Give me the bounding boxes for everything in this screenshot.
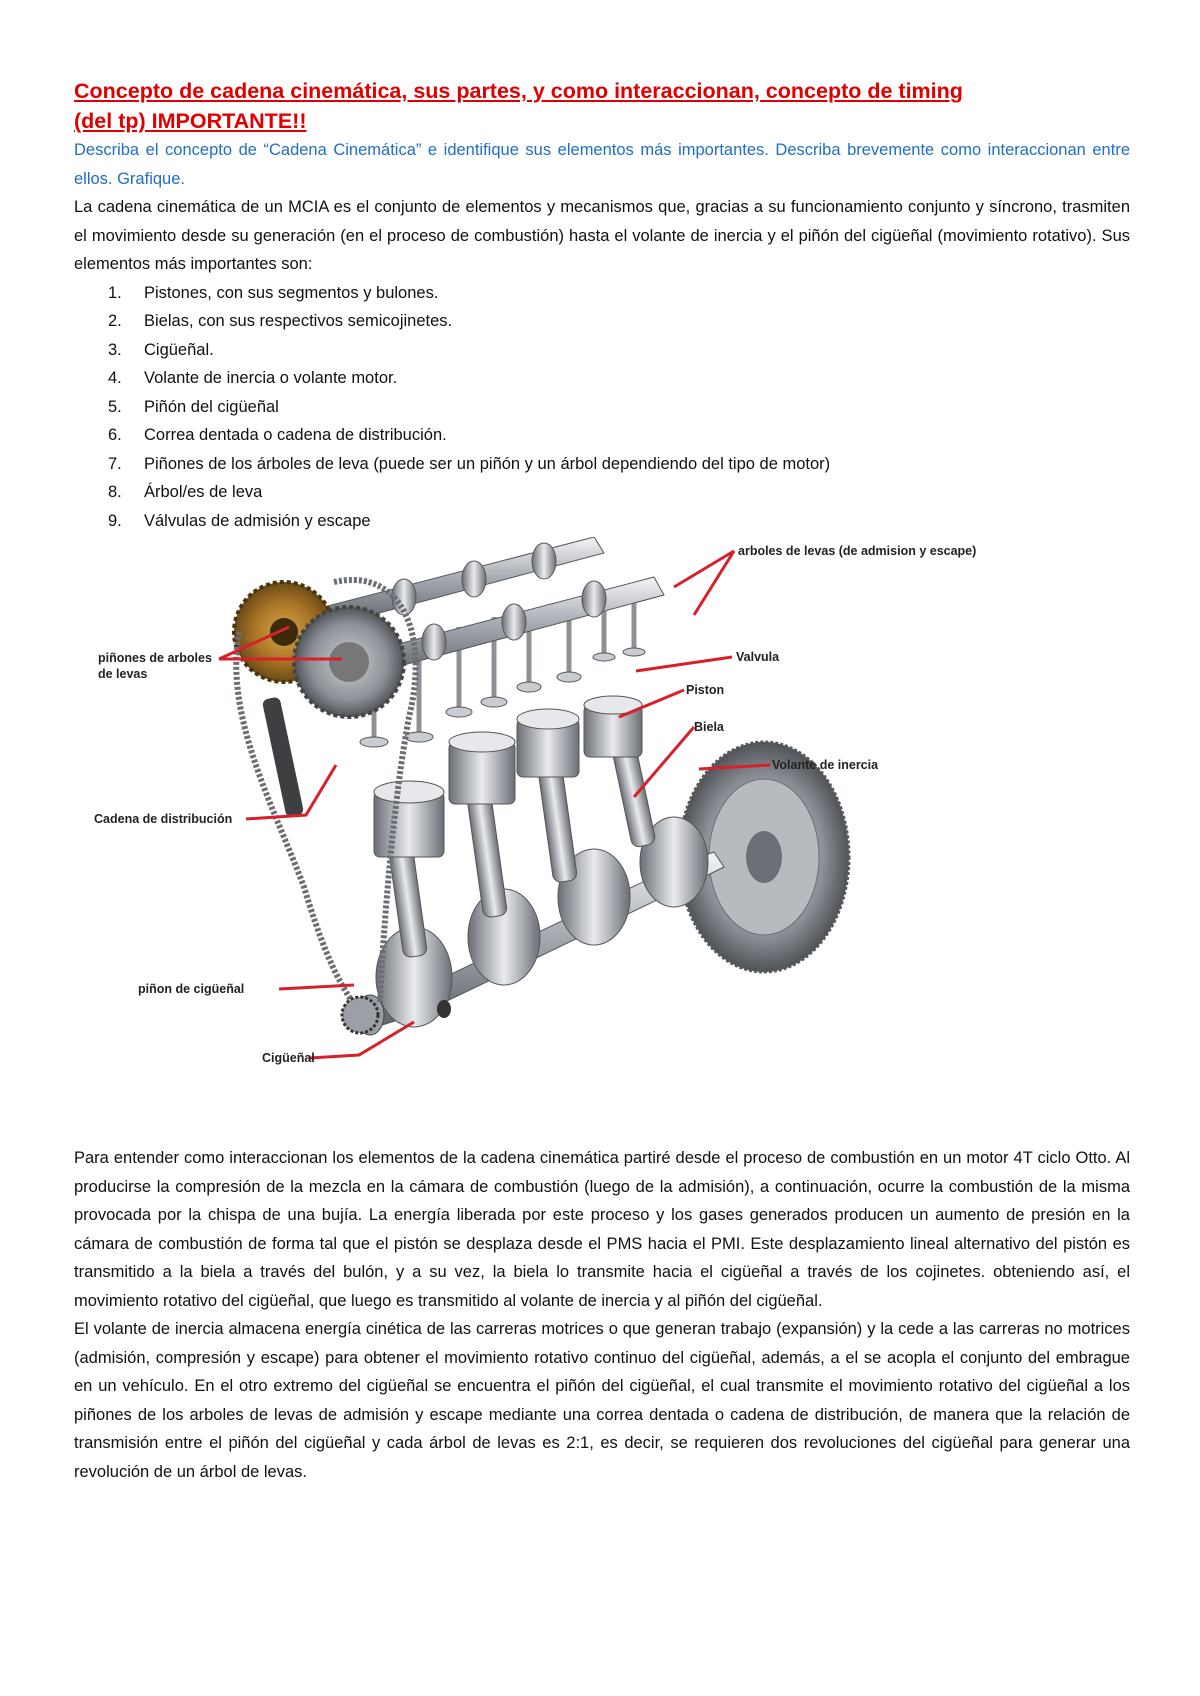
paragraph-interaction: Para entender como interaccionan los ele… <box>74 1149 1130 1310</box>
timing-chain-shape <box>233 577 419 1009</box>
list-item: 1. Pistones, con sus segmentos y bulones. <box>74 279 1130 308</box>
label-valve: Valvula <box>736 650 780 664</box>
chain-guide-shape <box>262 697 304 817</box>
question-prompt: Describa el concepto de “Cadena Cinemáti… <box>74 141 1130 188</box>
list-item-text: Árbol/es de leva <box>144 483 263 501</box>
label-timing-chain: Cadena de distribución <box>94 812 233 826</box>
list-item-number: 3. <box>108 340 122 359</box>
document-title: Concepto de cadena cinemática, sus parte… <box>74 76 1130 136</box>
document-page: Concepto de cadena cinemática, sus parte… <box>74 76 1130 1486</box>
leader-lines <box>218 549 771 1060</box>
cam-sprockets-shape <box>232 580 406 719</box>
list-item-text: Pistones, con sus segmentos y bulones. <box>144 283 439 302</box>
list-item-number: 1. <box>108 283 122 302</box>
label-cam-sprockets-line-1: piñones de arboles <box>98 651 212 665</box>
list-item-number: 9. <box>108 511 122 530</box>
list-item-text: Válvulas de admisión y escape <box>144 511 371 530</box>
list-item-text: Bielas, con sus respectivos semicojinete… <box>144 312 453 330</box>
list-item: 9. Válvulas de admisión y escape <box>74 507 1130 536</box>
list-item-text: Cigüeñal. <box>144 340 214 359</box>
intro-paragraph: La cadena cinemática de un MCIA es el co… <box>74 198 1130 273</box>
label-cam-sprockets-line-2: de levas <box>98 667 148 681</box>
label-crank-sprocket: piñon de cigüeñal <box>138 982 245 996</box>
list-item-text: Piñones de los árboles de leva (puede se… <box>144 454 831 473</box>
list-item-text: Piñón del cigüeñal <box>144 397 279 416</box>
label-flywheel: Volante de inercia <box>772 758 879 772</box>
engine-diagram: arboles de levas (de admision y escape) … <box>74 537 1130 1140</box>
list-item: 7. Piñones de los árboles de leva (puede … <box>74 450 1130 479</box>
list-item-number: 4. <box>108 369 122 387</box>
list-item-text: Correa dentada o cadena de distribución. <box>144 426 447 444</box>
title-line-2: (del tp) IMPORTANTE!! <box>74 109 307 133</box>
label-rod: Biela <box>694 720 724 734</box>
label-camshafts: arboles de levas (de admision y escape) <box>738 544 977 558</box>
list-item-number: 7. <box>108 454 122 473</box>
list-item-number: 6. <box>108 426 122 444</box>
list-item-number: 5. <box>108 397 122 416</box>
label-cam-sprockets: piñones de arboles de levas <box>98 650 212 682</box>
paragraph-flywheel: El volante de inercia almacena energía c… <box>74 1320 1130 1481</box>
list-item: 8. Árbol/es de leva <box>74 478 1130 507</box>
list-item: 3. Cigüeñal. <box>74 336 1130 365</box>
flywheel-shape <box>677 740 851 974</box>
pistons-shape <box>373 695 643 858</box>
list-item-text: Volante de inercia o volante motor. <box>144 369 398 387</box>
label-crankshaft: Cigüeñal <box>262 1051 315 1065</box>
label-piston: Piston <box>686 683 725 697</box>
crank-sprocket-shape <box>340 995 380 1035</box>
parts-list: 1. Pistones, con sus segmentos y bulones.… <box>74 279 1130 536</box>
list-item: 5. Piñón del cigüeñal <box>74 393 1130 422</box>
list-item: 6. Correa dentada o cadena de distribució… <box>74 421 1130 450</box>
engine-illustration <box>218 537 851 1060</box>
list-item-number: 8. <box>108 483 122 501</box>
list-item: 2. Bielas, con sus respectivos semicojine… <box>74 307 1130 336</box>
list-item: 4. Volante de inercia o volante motor. <box>74 364 1130 393</box>
title-line-1: Concepto de cadena cinemática, sus parte… <box>74 79 963 103</box>
list-item-number: 2. <box>108 312 122 330</box>
